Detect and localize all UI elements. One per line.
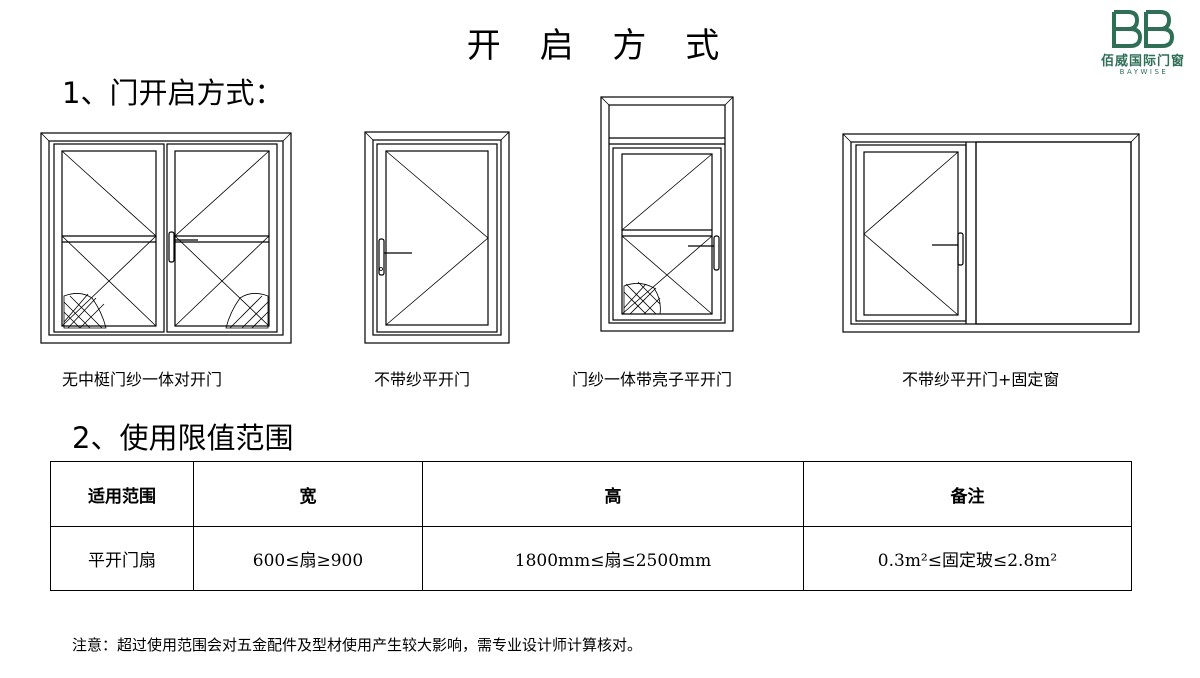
logo-en-name: BAYWISE <box>1119 68 1169 76</box>
cell-height: 1800mm≤扇≤2500mm <box>422 526 804 591</box>
col-header-height: 高 <box>422 461 804 527</box>
cell-remarks: 0.3m²≤固定玻≤2.8m² <box>803 526 1132 591</box>
logo-cn-name: 佰威国际门窗 <box>1100 54 1185 69</box>
cell-width: 600≤扇≥900 <box>193 526 423 591</box>
cell-scope: 平开门扇 <box>50 526 194 591</box>
page-title: 开 启 方 式 <box>466 26 734 66</box>
single-door-drawing <box>364 131 510 344</box>
caption-door-fixed-window: 不带纱平开门+固定窗 <box>902 370 1060 389</box>
col-header-width: 宽 <box>193 461 423 527</box>
caption-double-door: 无中梃门纱一体对开门 <box>62 370 223 389</box>
usage-note: 注意：超过使用范围会对五金配件及型材使用产生较大影响，需专业设计师计算核对。 <box>72 636 643 654</box>
section2-heading: 2、使用限值范围 <box>72 421 294 455</box>
table-row: 平开门扇 600≤扇≥900 1800mm≤扇≤2500mm 0.3m²≤固定玻… <box>50 526 1132 591</box>
table-header-row: 适用范围 宽 高 备注 <box>50 461 1132 527</box>
col-header-remarks: 备注 <box>803 461 1132 527</box>
brand-logo: 佰威国际门窗 BAYWISE <box>1101 6 1184 78</box>
caption-transom-door: 门纱一体带亮子平开门 <box>572 370 733 389</box>
logo-mark-icon <box>1112 10 1175 48</box>
col-header-scope: 适用范围 <box>50 461 194 527</box>
double-door-drawing <box>40 132 292 344</box>
transom-door-drawing <box>600 96 734 332</box>
door-with-fixed-window-drawing <box>842 133 1140 333</box>
caption-single-door: 不带纱平开门 <box>374 370 471 389</box>
limits-table: 适用范围 宽 高 备注 平开门扇 600≤扇≥900 1800mm≤扇≤2500… <box>50 461 1132 591</box>
section1-heading: 1、门开启方式： <box>62 76 284 110</box>
